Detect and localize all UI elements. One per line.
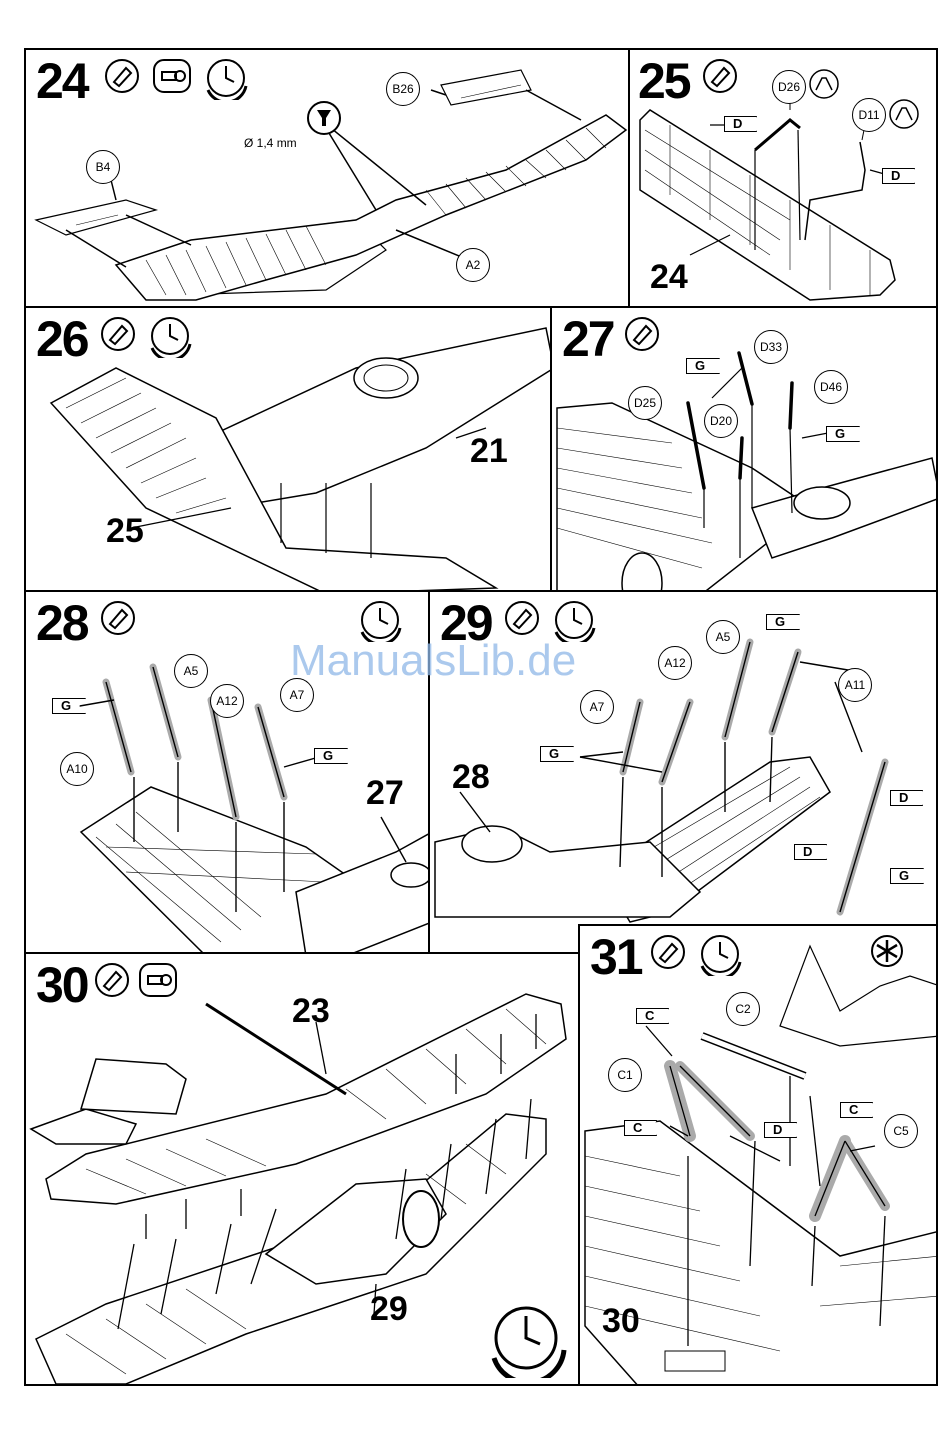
glue-icon	[504, 600, 540, 641]
step-29-ref: 28	[452, 760, 490, 794]
step-25-ref: 24	[650, 260, 688, 294]
step-26-ref-25: 25	[106, 514, 144, 548]
step-27-panel: 27 D33 D25 D46 D20 G G	[550, 306, 938, 592]
part-callout-a5: A5	[174, 654, 208, 688]
step-24-panel: 24 Ø 1,4 mm B26 B4 A2	[24, 48, 630, 308]
asterisk-icon	[870, 934, 904, 973]
part-callout-a10: A10	[60, 752, 94, 786]
part-callout-a2: A2	[456, 248, 490, 282]
part-callout-d46: D46	[814, 370, 848, 404]
step-30-ref-29: 29	[370, 1292, 408, 1326]
glue-icon	[100, 600, 136, 641]
part-callout-b26: B26	[386, 72, 420, 106]
drying-clock-icon	[696, 932, 744, 981]
bend-icon	[808, 68, 840, 105]
drying-clock-icon	[146, 314, 194, 363]
step-27-number: 27	[562, 314, 614, 364]
sanding-icon	[152, 58, 192, 99]
step-25-panel: 25 D26 D11 D D 24	[628, 48, 938, 308]
part-callout-d26: D26	[772, 70, 806, 104]
part-callout-c1: C1	[608, 1058, 642, 1092]
part-callout-c5: C5	[884, 1114, 918, 1148]
glue-icon	[624, 316, 660, 357]
step-31-panel: 31 C2 C1 C5 C C D C 30	[578, 924, 938, 1386]
step-26-ref-21: 21	[470, 434, 508, 468]
drying-clock-icon	[202, 56, 250, 105]
part-callout-d20: D20	[704, 404, 738, 438]
step-31-number: 31	[590, 932, 642, 982]
glue-icon	[94, 962, 130, 1003]
glue-icon	[104, 58, 140, 99]
part-callout-d11: D11	[852, 98, 886, 132]
part-callout-d25: D25	[628, 386, 662, 420]
drying-clock-icon	[488, 1302, 568, 1383]
glue-icon	[100, 316, 136, 357]
step-24-number: 24	[36, 56, 88, 106]
part-callout-a12: A12	[658, 646, 692, 680]
step-30-panel: 30 23 29	[24, 952, 580, 1386]
part-callout-a12: A12	[210, 684, 244, 718]
part-callout-a5: A5	[706, 620, 740, 654]
watermark: ManualsLib.de	[290, 636, 576, 686]
step-26-number: 26	[36, 314, 88, 364]
step-28-number: 28	[36, 598, 88, 648]
step-28-ref: 27	[366, 776, 404, 810]
step-30-ref-23: 23	[292, 994, 330, 1028]
part-callout-a7: A7	[580, 690, 614, 724]
part-callout-c2: C2	[726, 992, 760, 1026]
glue-icon	[702, 58, 738, 99]
bend-icon	[888, 98, 920, 135]
part-callout-b4: B4	[86, 150, 120, 184]
step-25-number: 25	[638, 56, 690, 106]
part-callout-a11: A11	[838, 668, 872, 702]
step-26-panel: 26 21 25	[24, 306, 552, 592]
sanding-icon	[138, 962, 178, 1003]
glue-icon	[650, 934, 686, 975]
step-31-ref: 30	[602, 1304, 640, 1338]
step-24-drill-note: Ø 1,4 mm	[244, 136, 297, 150]
step-30-number: 30	[36, 960, 88, 1010]
part-callout-d33: D33	[754, 330, 788, 364]
